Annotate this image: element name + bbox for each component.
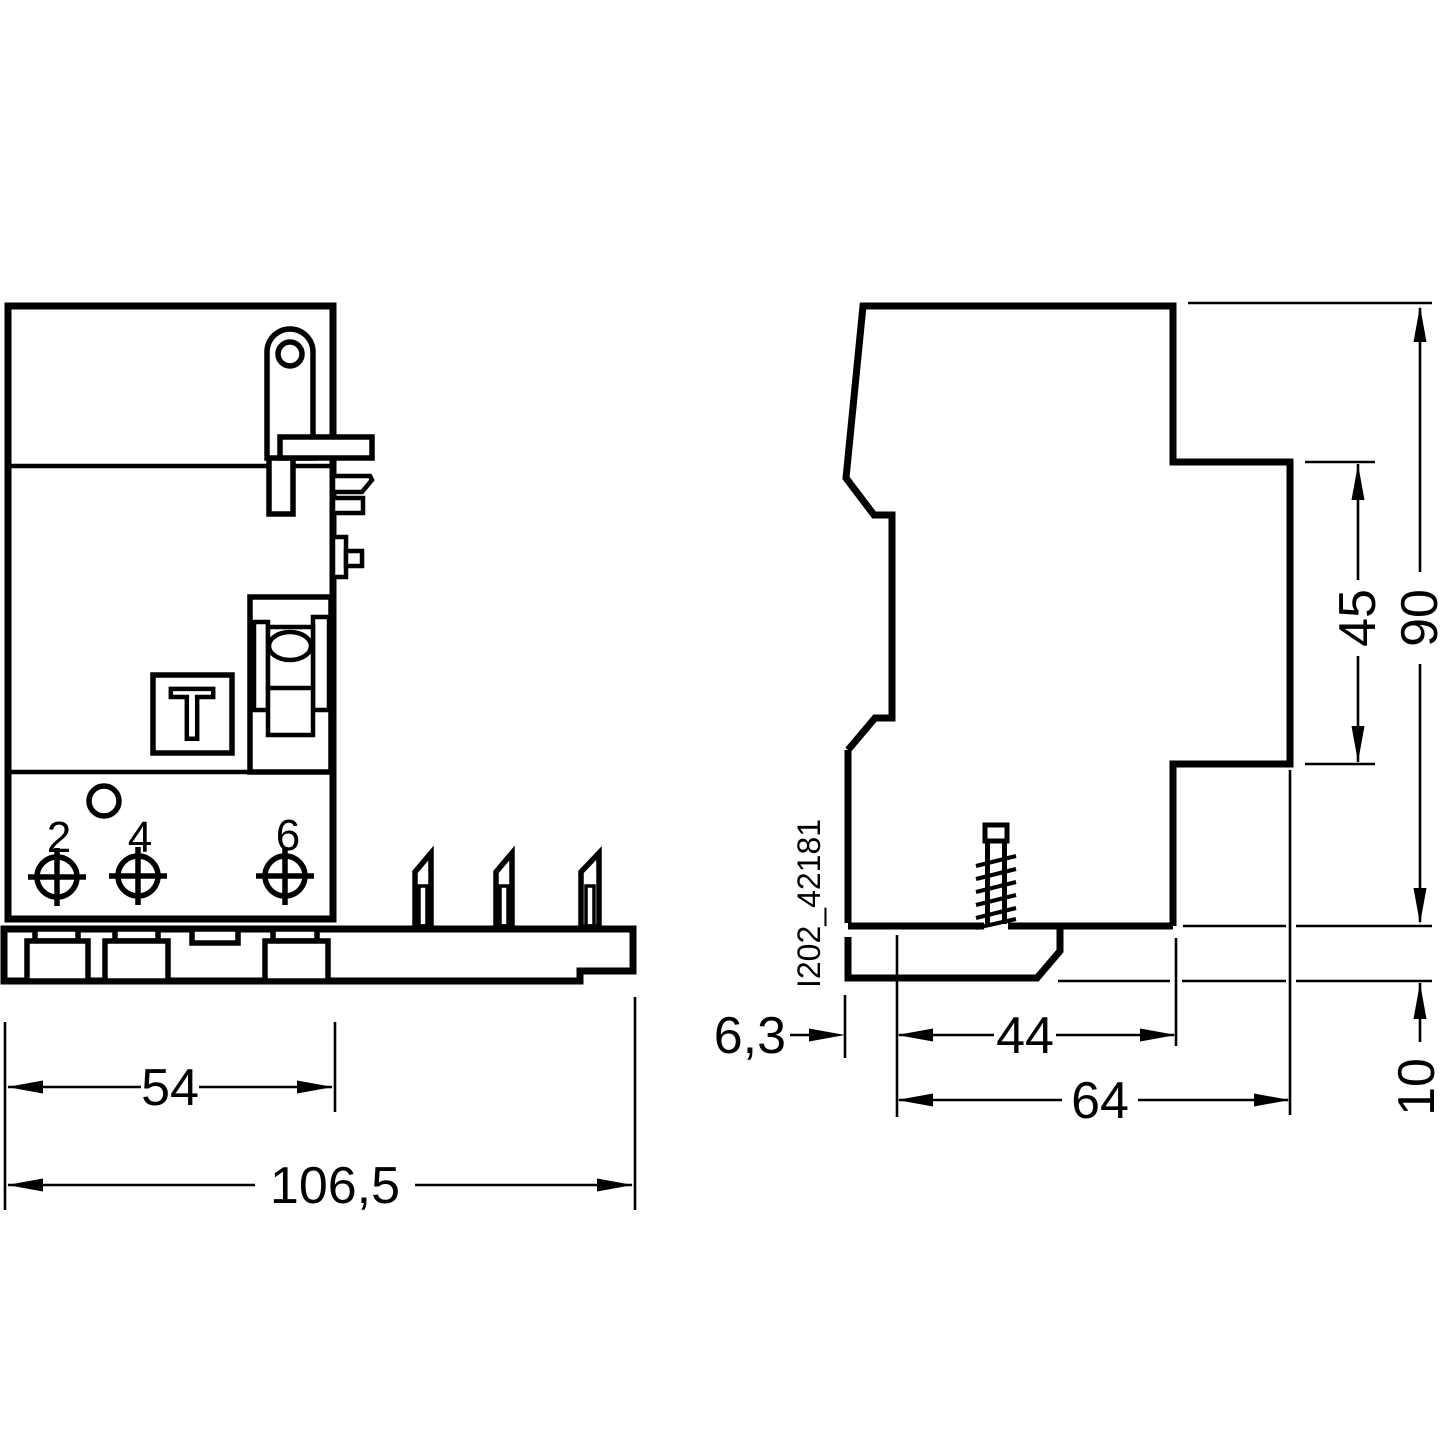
arrowhead-up xyxy=(1351,464,1365,500)
latch-tab-upper xyxy=(330,473,375,495)
dimension-height-total: 90 xyxy=(1391,306,1440,924)
fixing-screw xyxy=(975,822,1017,930)
connection-pins xyxy=(412,845,602,930)
arrowhead-right xyxy=(1254,1093,1290,1107)
dim-label-44: 44 xyxy=(996,1007,1054,1065)
dim-label-6-3: 6,3 xyxy=(714,1007,786,1065)
dim-label-54: 54 xyxy=(141,1059,199,1117)
side-view: I202_42181 45 xyxy=(714,301,1440,1130)
dimension-depth-din: 44 xyxy=(897,1007,1176,1065)
arrowhead-right xyxy=(297,1080,333,1094)
dimension-depth-total: 64 xyxy=(897,1072,1290,1130)
screw-thread xyxy=(975,854,1017,930)
arrowhead-right xyxy=(1140,1028,1176,1042)
window-oval-indicator xyxy=(266,629,314,663)
lever-lower-strip xyxy=(266,449,296,517)
mounting-lever xyxy=(264,326,375,517)
base-plate-outline xyxy=(0,927,637,985)
dimension-width-total: 106,5 xyxy=(7,997,637,1215)
arrowhead-left xyxy=(7,1080,43,1094)
dim-label-45: 45 xyxy=(1329,589,1387,647)
dim-label-106-5: 106,5 xyxy=(270,1157,400,1215)
arrowhead-left xyxy=(897,1093,933,1107)
test-button-frame xyxy=(150,672,235,756)
arrowhead-down xyxy=(1351,726,1365,762)
test-button: T xyxy=(150,672,235,757)
latch-tab-lower xyxy=(330,495,366,516)
latch-stub-nub xyxy=(343,548,365,569)
foot-2 xyxy=(102,938,171,984)
dimension-offset-left: 6,3 xyxy=(714,1007,845,1065)
arrowhead-right xyxy=(597,1178,633,1192)
foot-1 xyxy=(24,938,91,984)
screw-terminal-6 xyxy=(256,847,314,905)
arrowhead-down xyxy=(1413,888,1427,924)
terminal-screws xyxy=(28,847,314,906)
screw-terminal-2 xyxy=(28,848,86,906)
din-rail-clip xyxy=(844,928,1064,982)
dimension-width-din: 54 xyxy=(3,1022,337,1210)
screw-head xyxy=(982,822,1010,844)
foot-3 xyxy=(262,938,331,984)
extension-lines xyxy=(843,301,1432,1117)
arrowhead-up xyxy=(1413,306,1427,342)
arrowhead-left xyxy=(897,1028,933,1042)
arrowhead-right xyxy=(809,1028,845,1042)
terminal-label-6: 6 xyxy=(276,811,300,860)
foot-neck-3 xyxy=(189,926,241,946)
dim-label-90: 90 xyxy=(1391,589,1440,647)
window-rail-right xyxy=(310,614,332,713)
screw-terminal-4 xyxy=(109,847,167,905)
side-body-outline xyxy=(842,302,1294,926)
arrowhead-left xyxy=(7,1178,43,1192)
dimension-height-upper: 45 xyxy=(1329,464,1387,762)
test-button-label: T xyxy=(170,675,214,755)
pin-3 xyxy=(578,846,602,930)
figure-id: I202_42181 xyxy=(791,819,827,988)
dim-label-10: 10 xyxy=(1388,1058,1440,1116)
mounting-feet xyxy=(24,926,331,984)
side-latch-tabs xyxy=(330,473,375,580)
lever-hole xyxy=(275,339,305,369)
toggle-window xyxy=(247,594,334,775)
indicator-hole xyxy=(86,783,122,819)
dim-label-64: 64 xyxy=(1071,1072,1129,1130)
front-view: T 2 4 6 xyxy=(0,302,637,1215)
lever-bar xyxy=(277,434,375,461)
arrowhead-up xyxy=(1413,983,1427,1019)
dimension-rail-height: 10 xyxy=(1388,983,1440,1116)
